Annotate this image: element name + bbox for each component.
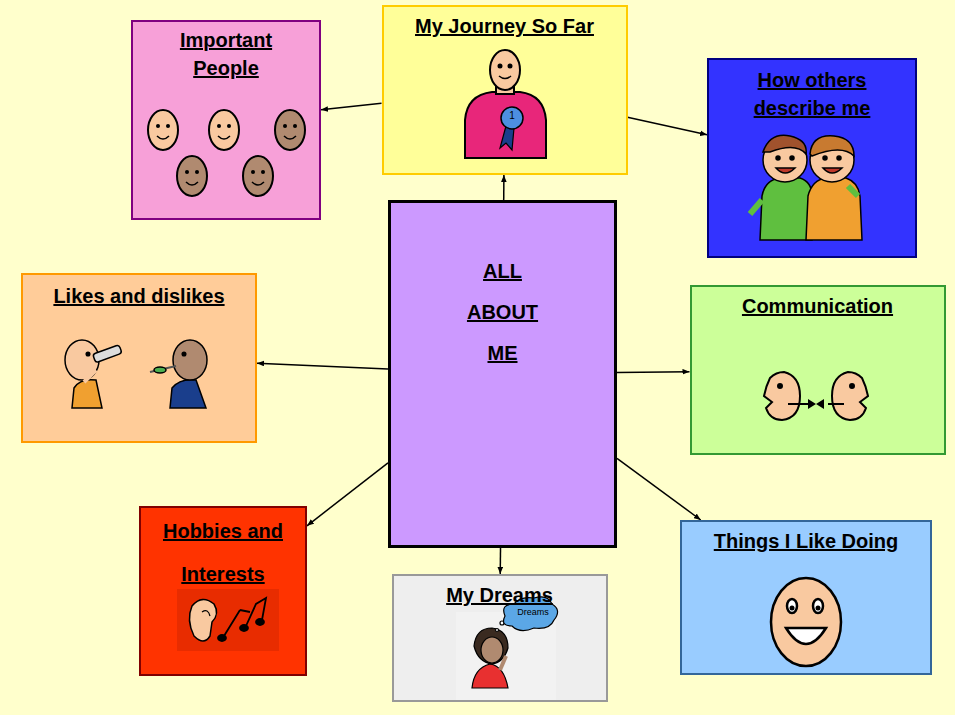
box-title: How others describe me <box>737 66 887 122</box>
hugging-kids <box>750 135 862 240</box>
box-title: Important People <box>161 26 291 82</box>
box-title: ALL ABOUT ME <box>467 251 538 374</box>
cloud-text: Dreams <box>513 607 553 617</box>
communication-box: Communication <box>690 285 946 455</box>
arrow-connector <box>617 458 701 520</box>
arrow-connector <box>321 103 382 110</box>
box-title: Hobbies and Interests <box>148 510 298 596</box>
arrow-connector <box>257 363 388 369</box>
box-title: My Journey So Far <box>390 13 620 39</box>
box-title: Likes and dislikes <box>29 283 249 309</box>
likes-box: Likes and dislikes <box>21 273 257 443</box>
smiley-face <box>771 578 841 666</box>
arrow-connector <box>307 463 388 526</box>
box-title: Things I Like Doing <box>688 528 924 554</box>
arrow-connector <box>503 175 505 200</box>
arrow-connector <box>617 371 690 373</box>
center-box: ALL ABOUT ME <box>388 200 617 548</box>
arrow-connector <box>628 117 708 135</box>
box-title: Communication <box>698 293 938 319</box>
dreaming-girl <box>456 597 558 700</box>
medal-number: 1 <box>506 110 518 121</box>
arrow-connector <box>499 548 501 574</box>
box-title: My Dreams <box>400 582 600 608</box>
listening-music <box>177 589 279 651</box>
